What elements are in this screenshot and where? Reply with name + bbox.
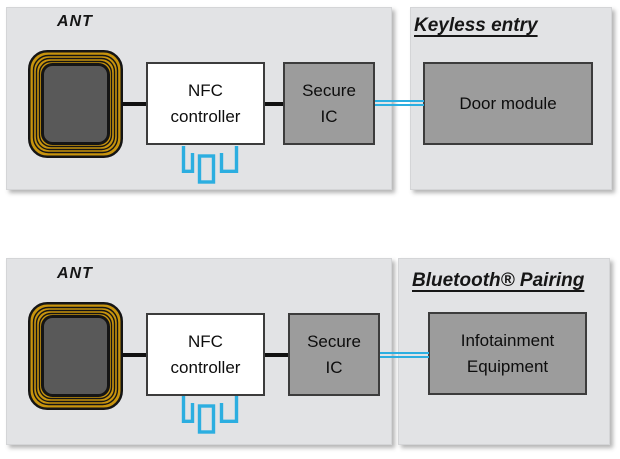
nfc-controller-box: NFC controller xyxy=(146,62,265,145)
infotainment-label-line2: Equipment xyxy=(466,356,549,376)
secure-ic-label-line1: Secure xyxy=(307,331,361,351)
secure-ic-label-line2: IC xyxy=(320,106,338,126)
usecase-panel-bluetooth: Bluetooth® Pairing Infotainment Equipmen… xyxy=(398,258,610,445)
crystal-oscillator-icon xyxy=(181,396,239,434)
crystal-oscillator-icon xyxy=(181,146,239,184)
nfc-subsystem-panel-keyless: ANT NFC controller Secure IC xyxy=(6,7,392,190)
usecase-title: Bluetooth® Pairing xyxy=(412,270,585,291)
nfc-controller-label-line1: NFC xyxy=(188,331,223,351)
antenna-coil-icon xyxy=(28,302,123,410)
secure-ic-box: Secure IC xyxy=(283,62,375,145)
nfc-controller-box: NFC controller xyxy=(146,313,265,396)
secure-ic-box: Secure IC xyxy=(288,313,380,396)
secure-to-door-bus-line-bottom xyxy=(375,104,424,106)
nfc-subsystem-panel-bluetooth: ANT NFC controller Secure IC xyxy=(6,258,392,445)
infotainment-label-line1: Infotainment xyxy=(460,330,555,350)
secure-ic-label-line1: Secure xyxy=(302,80,356,100)
secure-to-door-bus-line-top xyxy=(375,100,424,102)
usecase-panel-keyless: Keyless entry Door module xyxy=(410,7,612,190)
secure-to-infotainment-bus-line-top xyxy=(380,352,429,354)
secure-ic-label-line2: IC xyxy=(325,357,343,377)
infotainment-equipment-box: Infotainment Equipment xyxy=(428,312,587,395)
antenna-wire xyxy=(122,353,148,357)
door-module-box: Door module xyxy=(423,62,593,145)
antenna-label: ANT xyxy=(57,265,93,282)
antenna-wire xyxy=(122,102,148,106)
usecase-title: Keyless entry xyxy=(414,15,538,36)
antenna-label: ANT xyxy=(57,13,93,30)
nfc-secure-wire xyxy=(265,353,288,357)
secure-to-infotainment-bus-line-bottom xyxy=(380,356,429,358)
nfc-secure-wire xyxy=(265,102,283,106)
nfc-controller-label-line1: NFC xyxy=(188,80,223,100)
antenna-coil-icon xyxy=(28,50,123,158)
nfc-controller-label-line2: controller xyxy=(170,357,241,377)
door-module-label: Door module xyxy=(459,93,557,113)
nfc-controller-label-line2: controller xyxy=(170,106,241,126)
